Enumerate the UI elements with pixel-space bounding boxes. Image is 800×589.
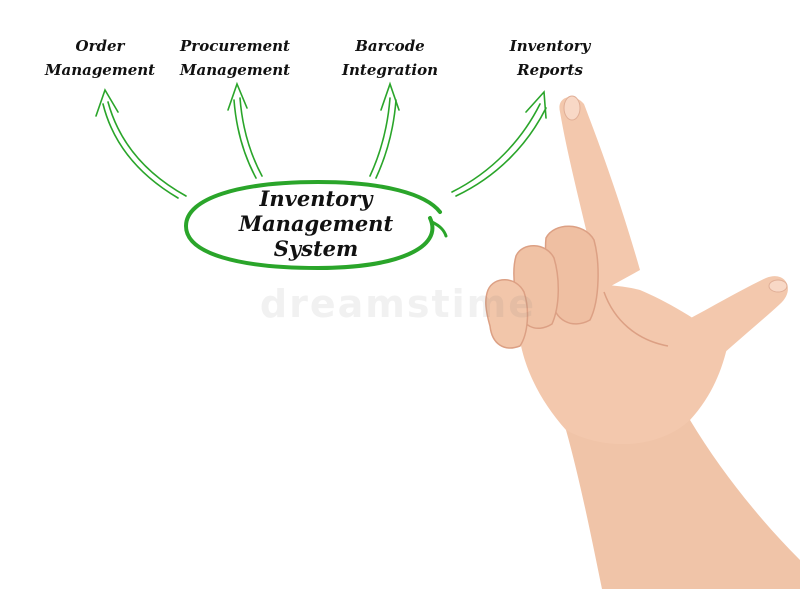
node-barcode-integration: Barcode Integration <box>330 34 450 82</box>
center-line-3: System <box>273 236 359 261</box>
arrow-to-order <box>95 88 187 199</box>
index-finger <box>559 97 640 292</box>
center-ellipse-tail <box>430 220 448 238</box>
node-order-line-2: Management <box>44 61 156 79</box>
node-inventory-reports: Inventory Reports <box>490 34 610 82</box>
node-order-management: Order Management <box>40 34 160 82</box>
node-order-line-1: Order <box>75 37 125 55</box>
center-line-1: Inventory <box>259 186 373 211</box>
thumb-nail <box>768 279 788 293</box>
index-fingernail <box>563 95 581 121</box>
arrow-to-barcode <box>369 81 400 179</box>
node-reports-line-1: Inventory <box>509 37 591 55</box>
node-procurement-management: Procurement Management <box>170 34 300 82</box>
center-ellipse <box>183 179 442 271</box>
center-line-2: Management <box>238 211 394 236</box>
forearm <box>566 420 800 589</box>
node-barcode-line-1: Barcode <box>355 37 425 55</box>
watermark: dreamstime <box>259 282 537 326</box>
pinky-finger-curled <box>485 279 529 349</box>
node-barcode-line-2: Integration <box>341 61 439 79</box>
node-procurement-line-1: Procurement <box>180 37 290 55</box>
arrow-to-reports <box>451 90 547 197</box>
palm <box>518 285 728 445</box>
arrow-to-procurement <box>227 81 263 179</box>
node-procurement-line-2: Management <box>179 61 291 79</box>
knuckle-shading <box>603 291 669 347</box>
center-node-label: Inventory Management System <box>196 186 436 261</box>
node-reports-line-2: Reports <box>517 61 583 79</box>
thumb <box>668 276 788 372</box>
pointing-hand-image <box>485 95 800 589</box>
